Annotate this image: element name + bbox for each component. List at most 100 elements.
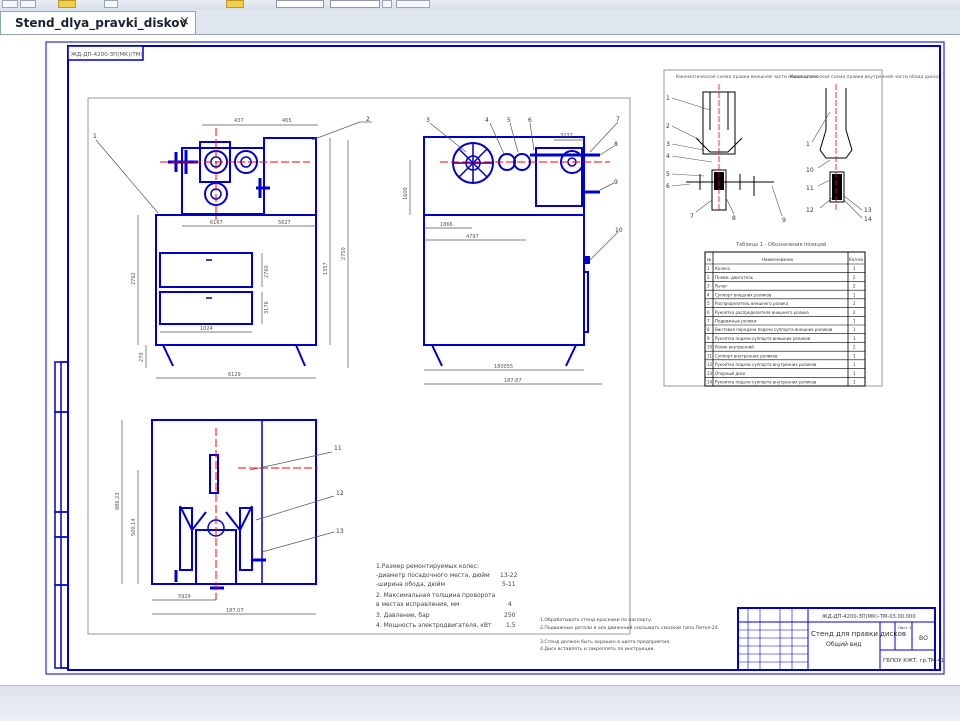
req-3: 3.Стенд должен быть окрашен в цвета пред… [540, 639, 670, 645]
close-icon[interactable]: × [179, 14, 190, 29]
balloon-front-1: 1 [93, 133, 97, 140]
table-cell-qty: 2 [853, 284, 856, 289]
req-1: 1.Обрабатывать стенд красками по паспорт… [540, 617, 652, 623]
undo-button[interactable] [2, 0, 18, 8]
tab-stend-dlya-pravki-diskov[interactable]: Stend_dlya_pravki_diskov × [0, 11, 196, 34]
dim-front-10: 1024 [200, 326, 213, 332]
table-cell-name: Опорный диск [715, 371, 746, 376]
dim-front-12: 270 [139, 352, 145, 362]
scheme-balloon-r12: 12 [806, 207, 814, 214]
tech-note-6: 3. Давление, бар [376, 612, 430, 619]
table-cell-name: Винтовая передача подачи суппорта внешни… [715, 327, 833, 332]
sheet-inner-frame [67, 45, 941, 671]
tech-value-4: 250 [504, 612, 516, 619]
technical-requirements: 1.Обрабатывать стенд красками по паспорт… [540, 617, 719, 652]
table-cell-name: Ролик внутренний [715, 345, 754, 350]
balloon-side-7: 7 [616, 116, 620, 123]
status-strip [0, 685, 960, 721]
dim-side-3: 4797 [466, 234, 479, 240]
dim-front-3: 6167 [210, 220, 223, 226]
technical-characteristics: 1.Размер ремонтируемых колес: -диаметр п… [376, 563, 518, 629]
scheme-balloon-l2: 2 [666, 123, 670, 130]
coord-x-field[interactable] [276, 0, 324, 8]
table-cell-qty: 1 [853, 353, 856, 358]
table-cell-no: 12 [707, 362, 713, 367]
scheme-balloon-r11: 11 [806, 185, 814, 192]
balloon-side-10: 10 [615, 227, 623, 234]
coord-y-field[interactable] [330, 0, 380, 8]
scheme-balloon-r13: 13 [864, 207, 872, 214]
kinematic-schemes: Кинематическая схема правки внешней част… [663, 69, 939, 387]
table-cell-qty: 1 [853, 292, 856, 297]
tech-value-3: 4 [508, 601, 512, 608]
table-cell-no: 7 [707, 319, 710, 324]
dim-top-2: 500.14 [131, 519, 137, 537]
tech-value-2: 5-11 [502, 581, 516, 588]
balloon-side-3: 3 [426, 117, 430, 124]
scheme-balloon-l3: 3 [666, 141, 670, 148]
sheet-outer-border [45, 41, 945, 675]
balloon-side-5: 5 [507, 117, 511, 124]
scheme-balloon-l7: 7 [690, 213, 694, 220]
table-cell-name: Распределитель внешнего ролика [715, 301, 789, 306]
scheme-balloon-l5: 5 [666, 171, 670, 178]
table-cell-no: 9 [707, 336, 710, 341]
balloon-side-4: 4 [485, 117, 489, 124]
tab-title: Stend_dlya_pravki_diskov [15, 16, 188, 30]
table-cell-name: Рычаг [715, 284, 728, 289]
table-cell-qty: 2 [853, 310, 856, 315]
dropdown-arrow-icon[interactable] [382, 0, 392, 8]
table-cell-qty: 2 [853, 275, 856, 280]
table-cell-qty: 2 [853, 345, 856, 350]
balloon-side-8: 8 [614, 141, 618, 148]
table-cell-name: Рукоятка подачи суппорта внешних роликов [715, 336, 811, 341]
table-cell-name: Рукоятка подачи суппорта внутренних роли… [715, 380, 817, 385]
table-cell-no: 10 [707, 345, 713, 350]
zoom-button[interactable] [104, 0, 118, 8]
table-cell-no: 13 [707, 371, 713, 376]
front-view: 437 465 6167 5627 2750 1357 2762 2760 31… [93, 116, 372, 379]
scheme-balloon-l6: 6 [666, 183, 670, 190]
table-cell-qty: 1 [853, 319, 856, 324]
tech-value-1: 13-22 [500, 572, 518, 579]
tech-note-4: 2. Максимальная толщина проворота [376, 592, 496, 599]
title-name-1: Стенд для правки дисков [811, 630, 906, 638]
scheme-balloon-r10: 10 [806, 167, 814, 174]
table-cell-no: 3 [707, 284, 710, 289]
balloon-top-12: 12 [336, 490, 344, 497]
table-cell-no: 6 [707, 310, 710, 315]
dim-side-1: 3237 [560, 133, 573, 139]
dim-front-5: 2750 [341, 247, 347, 260]
highlight-button[interactable] [226, 0, 244, 8]
scheme-balloon-r14: 14 [864, 216, 872, 223]
drawing-canvas[interactable]: ЖД-ДП-4200-ЗП(МК)(ТМ) [0, 35, 960, 685]
dim-top-1: 886.23 [115, 493, 121, 511]
table-cell-name: Подвижные ролики [715, 319, 757, 324]
balloon-top-13: 13 [336, 528, 344, 535]
stamp-text: ЖД-ДП-4200-ЗП(МК)(ТМ) [71, 52, 143, 58]
table-cell-qty: 1 [853, 336, 856, 341]
scheme-caption-left: Кинематическая схема правки внешней част… [676, 73, 818, 80]
table-header-no: № [707, 257, 711, 262]
title-designation: ЖД-ДП-4200-ЗП(МК)-ТМ-03.00.000 [822, 614, 916, 620]
scheme-balloon-l9: 9 [782, 217, 786, 224]
dim-top-3: 5929 [178, 594, 191, 600]
table-cell-no: 8 [707, 327, 710, 332]
snap-button[interactable] [396, 0, 430, 8]
scheme-balloon-r1: 1 [806, 141, 810, 148]
balloon-front-2: 2 [366, 116, 370, 123]
table-cell-qty: 1 [853, 362, 856, 367]
table-cell-qty: 1 [853, 266, 856, 271]
title-stage: ВО [919, 635, 928, 642]
table-header-qty: Кол-во [849, 257, 864, 262]
balloon-side-9: 9 [614, 179, 618, 186]
dim-side-2: 1866 [440, 222, 453, 228]
title-org: ГБПОУ КЖТ, гр.ТМ-41 [883, 658, 944, 664]
document-tabbar: Stend_dlya_pravki_diskov × [0, 10, 960, 35]
tech-note-7: 4. Мощность электродвигателя, кВт [376, 622, 492, 629]
view-area-frame [87, 97, 631, 635]
redo-button[interactable] [20, 0, 36, 8]
scheme-balloon-l8: 8 [732, 215, 736, 222]
balloon-side-6: 6 [528, 117, 532, 124]
select-button[interactable] [58, 0, 76, 8]
